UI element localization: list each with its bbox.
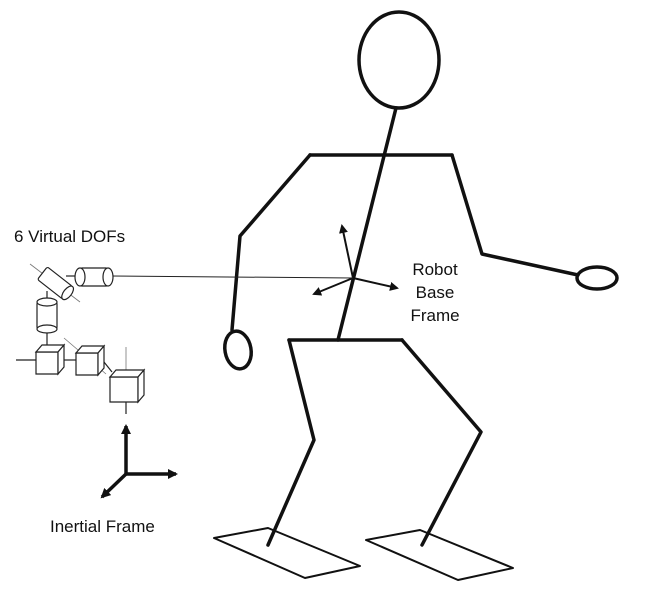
robot-right-leg (400, 338, 483, 547)
robot-left-arm (230, 153, 312, 332)
base-axis-y (312, 277, 354, 296)
revolute-joint-2-cap (74, 267, 86, 287)
robot-right-arm (450, 153, 580, 277)
prismatic-cube-2 (74, 344, 106, 377)
robot-left-foot (213, 527, 361, 579)
prismatic-cube-3 (108, 368, 146, 404)
robot-base-frame-label-line1: Robot (412, 260, 458, 279)
robot-base-frame-label: Robot Base Frame (380, 258, 490, 327)
robot-left-hand (223, 329, 253, 371)
robot-feet (213, 527, 514, 581)
robot-base-frame-axes (312, 224, 399, 296)
revolute-joint-3-cap (36, 297, 58, 307)
stick-figure (223, 10, 619, 547)
base-axis-x (352, 277, 399, 291)
robot-right-hand (575, 265, 619, 291)
base-axis-z (339, 224, 354, 279)
robot-spine (336, 106, 398, 342)
virtual-dofs-label: 6 Virtual DOFs (14, 227, 126, 246)
prismatic-link-2 (103, 361, 113, 373)
revolute-joint-3-cap-end (36, 324, 58, 334)
inertial-axis-y (100, 472, 128, 499)
virtual-dof-chain (16, 263, 146, 414)
robot-base-frame-label-line3: Frame (410, 306, 460, 325)
robot-left-leg (266, 338, 316, 547)
virtual-link-line (110, 275, 354, 279)
prismatic-cube-1 (34, 343, 66, 376)
robot-base-frame-label-line2: Base (415, 283, 455, 302)
robot-head (357, 10, 441, 110)
robot-right-foot (365, 529, 514, 581)
revolute-joint-2-cap-end (102, 267, 114, 287)
inertial-frame-label: Inertial Frame (50, 517, 155, 536)
revolute-joint-1 (37, 267, 75, 301)
inertial-frame-axes (100, 424, 178, 499)
